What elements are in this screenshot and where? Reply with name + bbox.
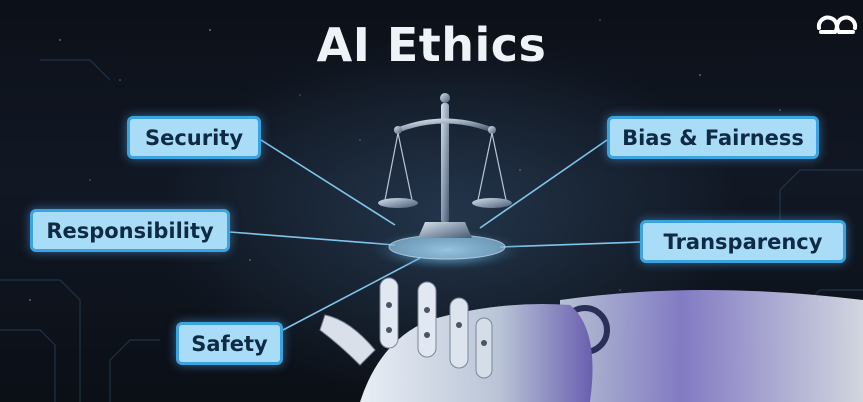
page-title: AI Ethics [316,18,547,72]
bias-fairness-label: Bias & Fairness [607,116,819,159]
hologram-disc [388,234,506,260]
geeksforgeeks-logo-icon [816,15,858,34]
security-label: Security [127,116,261,159]
circuit-traces [0,59,863,402]
scales-of-justice-icon [378,93,512,238]
responsibility-label: Responsibility [30,209,230,252]
transparency-label: Transparency [640,220,846,263]
safety-label: Safety [176,322,283,365]
robotic-hand-icon [319,277,863,402]
